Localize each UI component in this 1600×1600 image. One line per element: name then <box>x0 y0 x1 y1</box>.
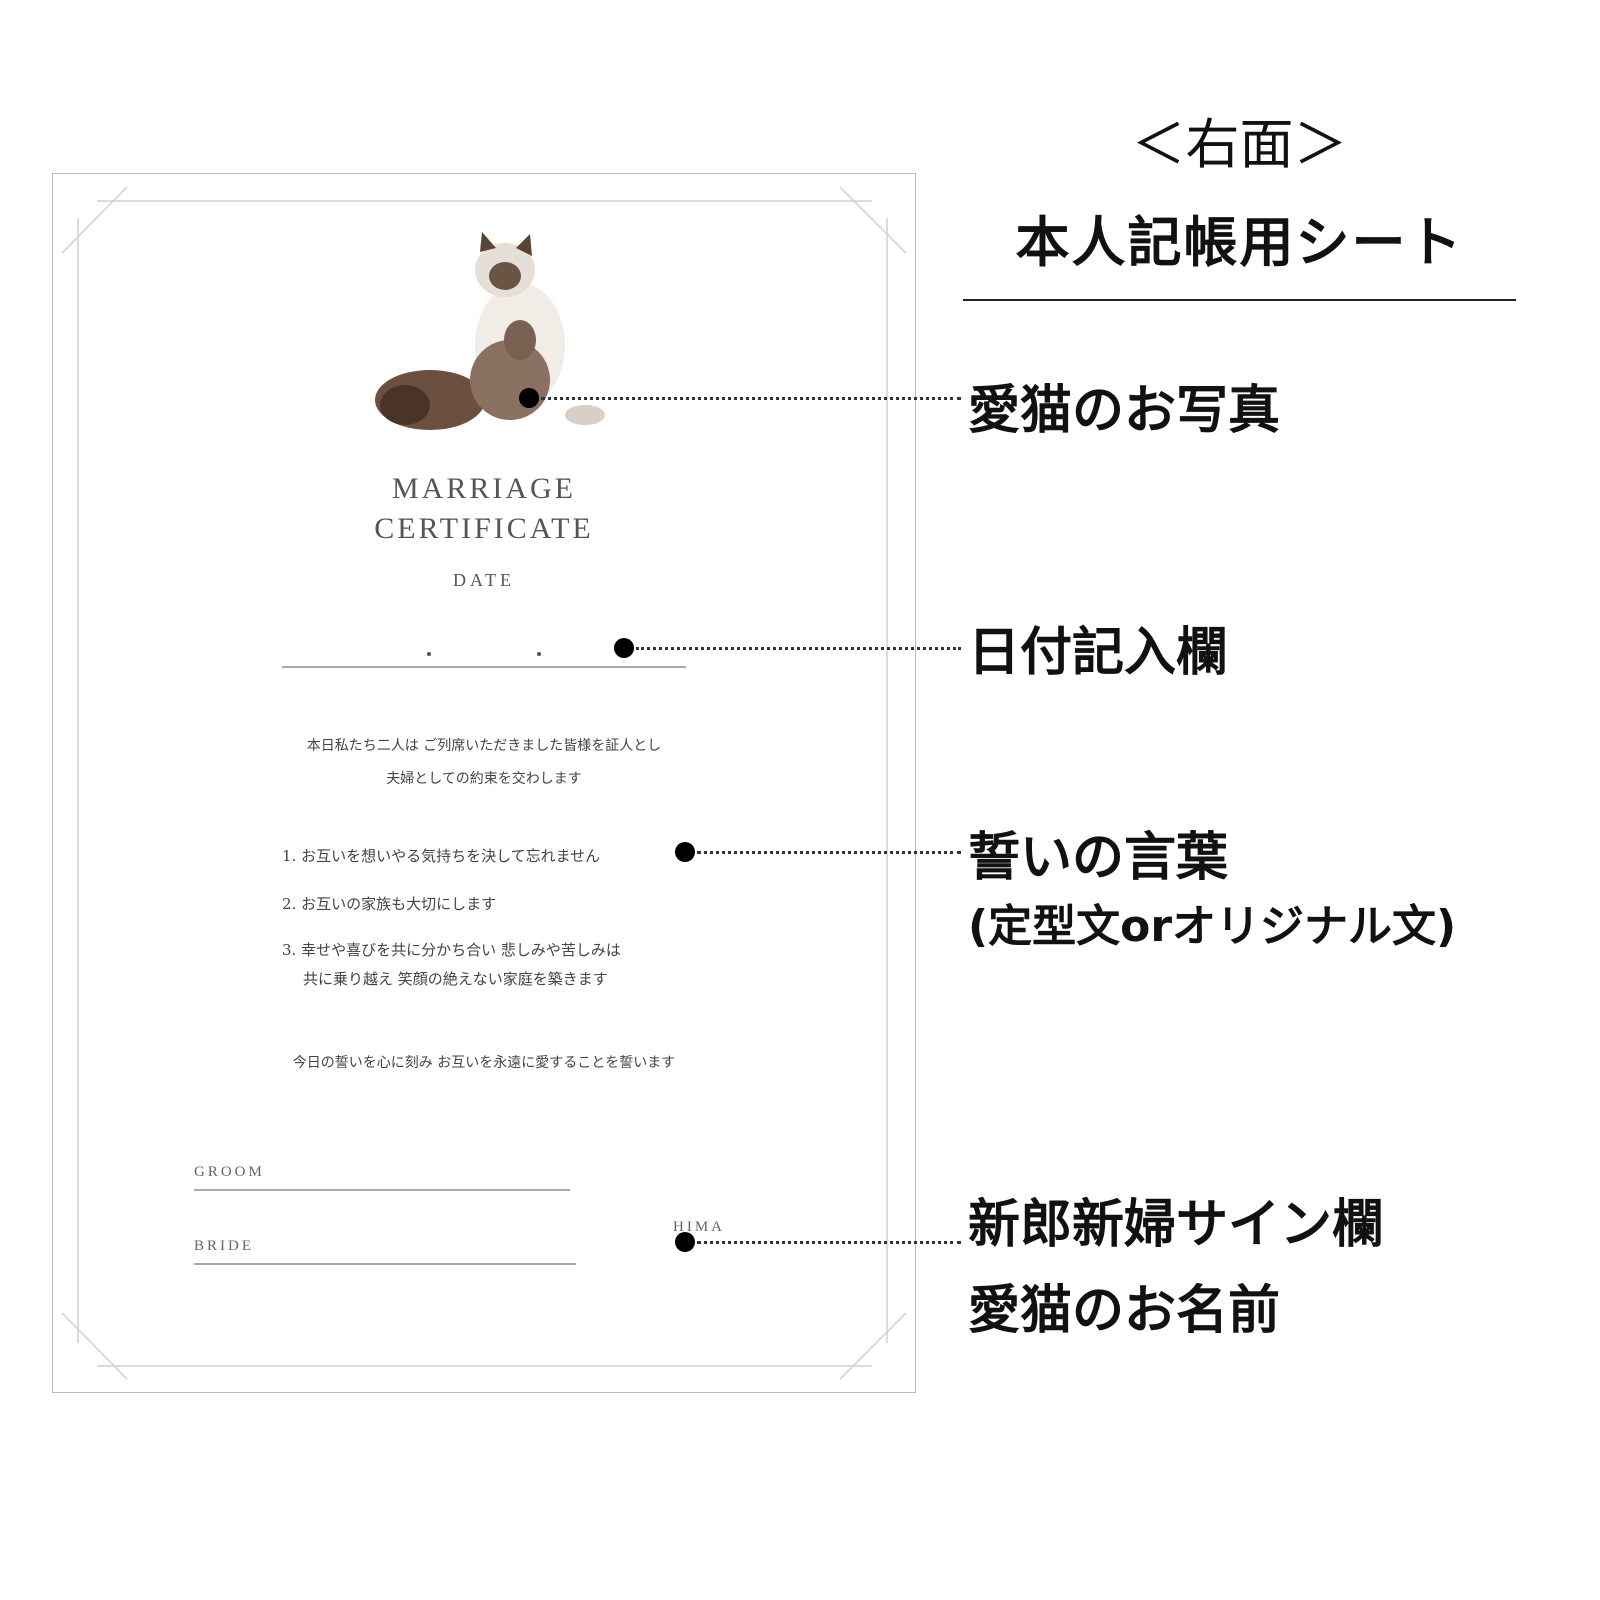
marker-dot <box>519 388 539 408</box>
date-field-line[interactable] <box>282 666 686 668</box>
side-label: ＜右面＞ <box>1131 113 1348 176</box>
annotation-cat-name: 愛猫のお名前 <box>968 1281 1281 1341</box>
marker-dot <box>614 638 634 658</box>
cat-name: HIMA <box>673 1219 725 1235</box>
vow-2: 2. お互いの家族も大切にします <box>282 895 497 913</box>
leader-line <box>636 647 961 650</box>
intro-line1: 本日私たち二人は ご列席いただきました皆様を証人とし <box>306 738 662 754</box>
leader-line <box>697 1241 961 1244</box>
certificate-frame <box>52 173 916 1393</box>
annotation-date: 日付記入欄 <box>968 623 1229 683</box>
cat-photo <box>375 232 605 430</box>
certificate-title-line2: CERTIFICATE <box>374 512 594 545</box>
certificate-title-line1: MARRIAGE <box>391 472 576 505</box>
leader-line <box>697 851 961 854</box>
certificate-inner-frame <box>61 186 907 1380</box>
bride-signature-line[interactable] <box>194 1263 576 1265</box>
intro-line2: 夫婦としての約束を交わします <box>386 771 582 787</box>
groom-signature-line[interactable] <box>194 1189 570 1191</box>
annotation-photo: 愛猫のお写真 <box>968 381 1281 441</box>
date-label: DATE <box>453 570 515 590</box>
leader-line <box>541 397 961 400</box>
groom-label: GROOM <box>194 1164 265 1180</box>
header-divider <box>963 299 1516 301</box>
annotation-sign: 新郎新婦サイン欄 <box>968 1195 1385 1255</box>
marker-dot <box>675 842 695 862</box>
bride-label: BRIDE <box>194 1238 254 1254</box>
date-separator-dot <box>537 652 541 656</box>
closing-line: 今日の誓いを心に刻み お互いを永遠に愛することを誓います <box>292 1055 676 1071</box>
marker-dot <box>675 1232 695 1252</box>
vow-3: 3. 幸せや喜びを共に分かち合い 悲しみや苦しみは <box>282 941 621 959</box>
annotation-vows: 誓いの言葉 <box>968 828 1229 888</box>
annotation-vows-note: (定型文orオリジナル文) <box>968 901 1457 952</box>
sheet-title: 本人記帳用シート <box>1015 211 1464 274</box>
vow-3-cont: 共に乗り越え 笑顔の絶えない家庭を築きます <box>303 970 608 988</box>
vow-1: 1. お互いを想いやる気持ちを決して忘れません <box>282 847 601 865</box>
date-separator-dot <box>427 652 431 656</box>
